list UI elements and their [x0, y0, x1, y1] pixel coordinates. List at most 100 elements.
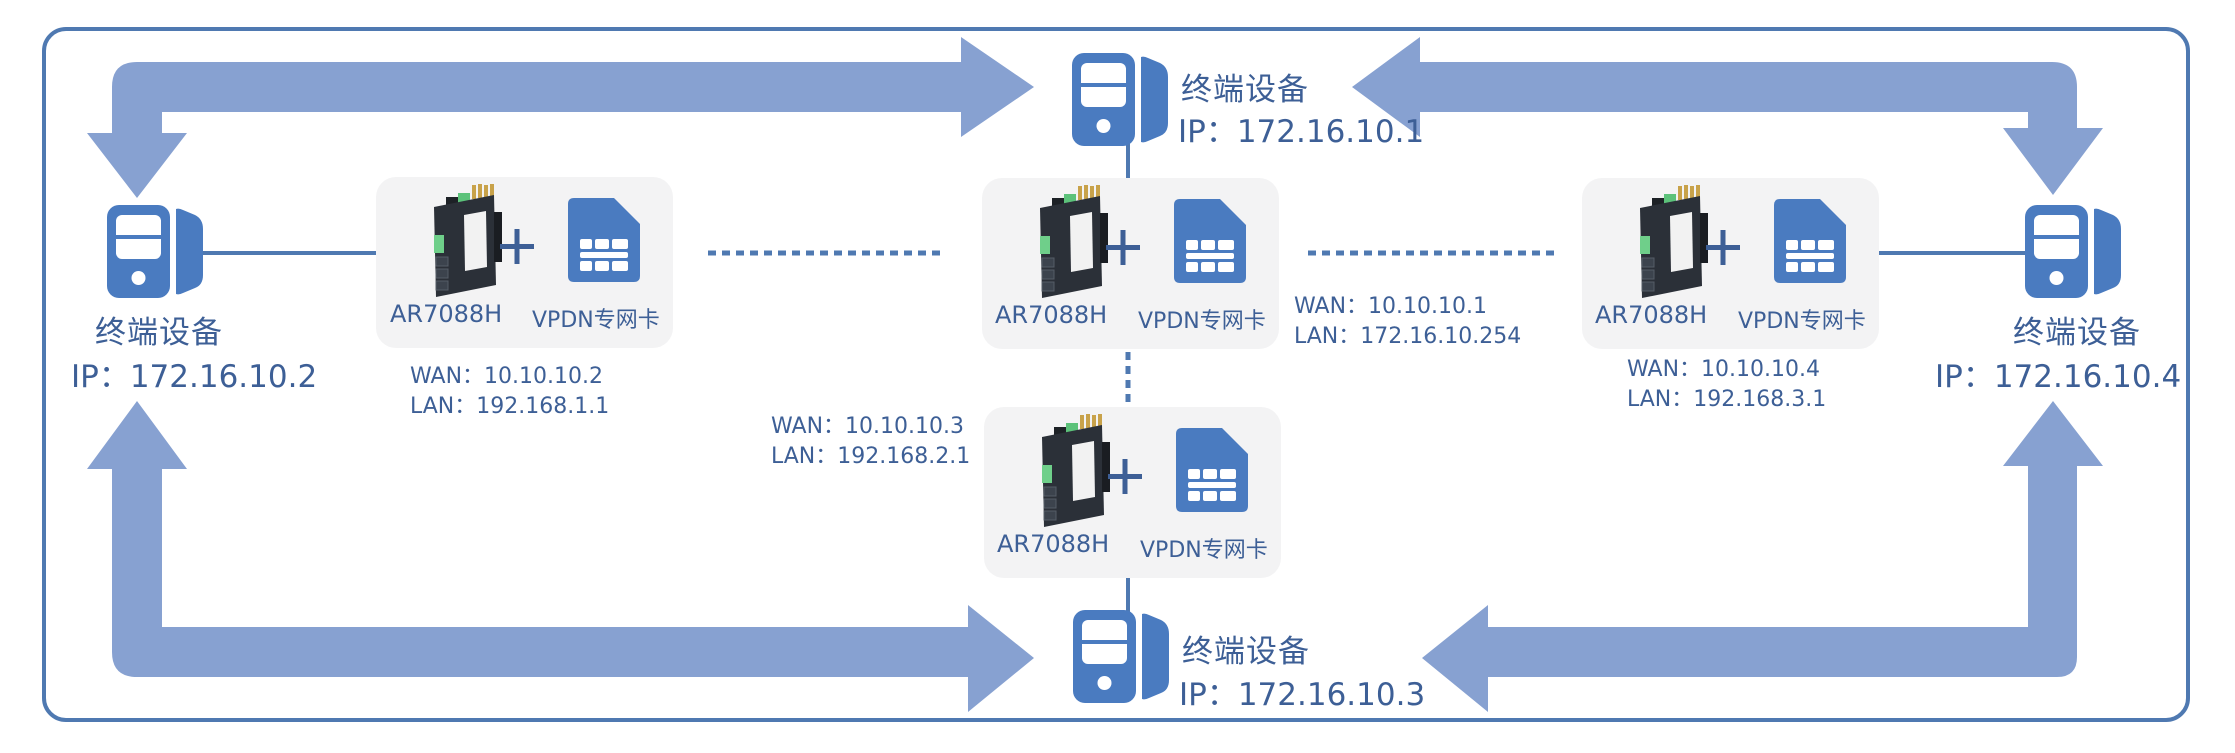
sim-chip-contact: [580, 239, 592, 249]
sim-chip-contact: [1801, 262, 1815, 272]
router-din-clip: [494, 212, 502, 262]
router-label: [1072, 441, 1095, 501]
router-io-block: [1042, 465, 1052, 483]
sim-chip-contact: [1186, 240, 1198, 250]
terminal-left-ip: IP：172.16.10.2: [71, 359, 318, 395]
tower-side-panel: [2094, 208, 2121, 295]
sim-chip-contact: [1218, 262, 1234, 272]
router-icon: [434, 184, 502, 297]
tower-power-button: [2049, 271, 2064, 285]
sim-chip-contact: [1188, 482, 1236, 488]
router-ethernet-port: [1641, 281, 1655, 292]
connection-lines: [203, 143, 2025, 612]
sim-chip-contact: [1218, 240, 1234, 250]
sim-chip-contact: [1203, 491, 1217, 501]
sim-chip-contact: [612, 261, 628, 271]
router-antenna-port: [1084, 185, 1088, 199]
gateway-left-graphics: [434, 184, 640, 297]
gateway-right-lan: LAN：192.168.3.1: [1627, 387, 1827, 412]
sim-chip-contact: [1786, 262, 1798, 272]
router-din-clip: [1100, 213, 1108, 263]
router-ethernet-port: [435, 268, 449, 279]
router-bracket: [1052, 198, 1067, 208]
tower-side-panel: [1142, 613, 1169, 700]
router-antenna-port: [472, 185, 476, 199]
tower-side-panel: [1141, 56, 1168, 143]
router-ethernet-port: [1641, 269, 1655, 280]
gateway-center-addresses: WAN：10.10.10.1 LAN：172.16.10.254: [1294, 292, 1521, 352]
sim-chip-contact: [1818, 240, 1834, 250]
router-antenna-port: [1696, 185, 1700, 199]
router-ethernet-port: [1641, 257, 1655, 268]
gateway-left-addresses: WAN：10.10.10.2 LAN：192.168.1.1: [410, 362, 609, 422]
gateway-bottom-graphics: [1042, 414, 1248, 527]
gateway-bottom-lan: LAN：192.168.2.1: [771, 444, 971, 469]
sim-chip-contact: [580, 261, 592, 271]
gateway-right-sim-label: VPDN专网卡: [1738, 309, 1866, 334]
router-antenna-port: [1090, 186, 1094, 200]
router-label: [464, 211, 487, 271]
sim-chip-contact: [1188, 491, 1200, 501]
sim-chip-contact: [1786, 240, 1798, 250]
flow-arrow-top-right: [1352, 37, 2103, 195]
sim-chip-contact: [1201, 240, 1215, 250]
sim-chip-contact: [1186, 262, 1198, 272]
router-ethernet-port: [1041, 269, 1055, 280]
sim-card-icon: [568, 198, 640, 282]
terminal-top-ip: IP：172.16.10.1: [1178, 114, 1425, 150]
gateway-center-sim-label: VPDN专网卡: [1138, 309, 1266, 334]
plus-icon: [1108, 459, 1142, 494]
terminal-left-title: 终端设备: [95, 315, 223, 351]
sim-card-icon: [1774, 199, 1846, 283]
terminal-right-computer-tower-icon: [2025, 205, 2121, 298]
gateway-center-lan: LAN：172.16.10.254: [1294, 324, 1522, 349]
sim-chip-contact: [1186, 253, 1234, 259]
gateway-right-device-label: AR7088H: [1595, 301, 1708, 329]
flow-arrow-left-bottom: [87, 401, 1034, 712]
terminal-right-ip: IP：172.16.10.4: [1935, 359, 2182, 395]
router-io-block: [434, 235, 444, 253]
router-din-clip: [1700, 213, 1708, 263]
router-din-clip: [1102, 442, 1110, 492]
sim-chip-contact: [612, 239, 628, 249]
router-antenna-port: [478, 184, 482, 198]
router-icon: [1640, 185, 1708, 298]
terminal-bottom-title: 终端设备: [1182, 634, 1310, 670]
tower-power-button: [1096, 119, 1111, 133]
router-ethernet-port: [435, 256, 449, 267]
flow-arrows: [87, 37, 2103, 712]
plus-vertical: [1720, 230, 1726, 265]
sim-chip-contact: [595, 261, 609, 271]
plus-vertical: [514, 229, 520, 264]
router-ethernet-port: [1043, 498, 1057, 509]
tower-power-button: [1097, 676, 1112, 690]
router-bracket: [1652, 198, 1667, 208]
gateway-center-device-label: AR7088H: [995, 301, 1108, 329]
router-antenna-port: [1684, 185, 1688, 199]
flow-arrow-bottom-right: [1422, 401, 2103, 712]
sim-chip-contact: [1188, 469, 1200, 479]
terminal-right-title: 终端设备: [2013, 315, 2141, 351]
sim-card-icon: [1174, 199, 1246, 283]
tower-power-button: [131, 271, 146, 285]
router-icon: [1040, 185, 1108, 298]
tower-bay-divider: [116, 235, 161, 239]
sim-chip-contact: [1801, 240, 1815, 250]
plus-vertical: [1122, 459, 1128, 494]
sim-chip-contact: [595, 239, 609, 249]
terminal-bottom-ip: IP：172.16.10.3: [1179, 677, 1426, 713]
gateway-center-wan: WAN：10.10.10.1: [1294, 294, 1488, 319]
sim-chip-contact: [580, 252, 628, 258]
gateway-left-lan: LAN：192.168.1.1: [410, 394, 610, 419]
terminal-left-computer-tower-icon: [107, 205, 203, 298]
tower-bay-divider: [1081, 83, 1126, 87]
router-antenna-port: [1078, 186, 1082, 200]
router-io-block: [1040, 236, 1050, 254]
sim-chip-contact: [1201, 262, 1215, 272]
tower-side-panel: [176, 208, 203, 295]
router-antenna-port: [1080, 415, 1084, 429]
gateway-bottom-device-label: AR7088H: [997, 530, 1110, 558]
